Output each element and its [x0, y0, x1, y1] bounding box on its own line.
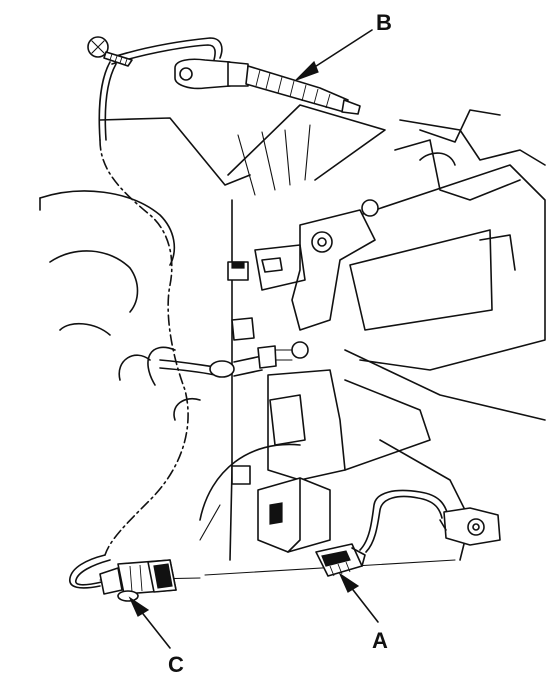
arrow-b [295, 29, 373, 81]
leader-arrows [128, 29, 379, 649]
mounting-bolt-icon [87, 36, 133, 67]
arrow-a [338, 572, 379, 623]
callout-c-label: C [168, 652, 184, 677]
callout-b-label: B [376, 10, 392, 35]
mounting-bracket [257, 477, 331, 553]
harness-clips [159, 261, 309, 485]
arrow-c [128, 596, 171, 649]
sensor-a-assembly [315, 489, 501, 577]
harness-route [99, 139, 189, 556]
sensor-b-assembly [87, 36, 361, 141]
sensor-c-assembly [69, 554, 177, 602]
callout-a-label: A [372, 628, 388, 653]
